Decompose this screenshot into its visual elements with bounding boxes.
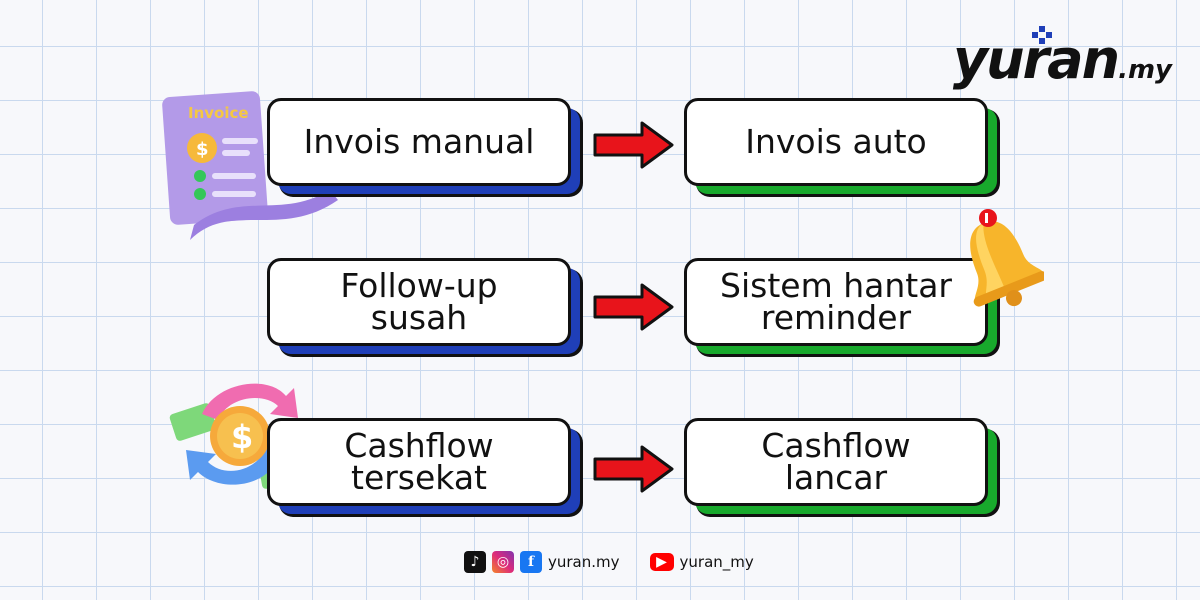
tiktok-icon[interactable]: ♪ [464,551,486,573]
box-cashflow-tersekat: Cashflow tersekat [267,418,571,506]
arrow-right-icon [593,121,674,169]
box-label: Cashflow tersekat [344,426,494,497]
arrow-right-icon [593,283,674,331]
box-label: Follow-up susah [340,266,498,337]
youtube-icon[interactable]: ▶ [649,553,674,571]
box-label: Invois manual [303,122,535,161]
instagram-icon[interactable]: ◎ [492,551,514,573]
social-footer: ♪ ◎ f yuran.my ▶ yuran_my [464,551,754,573]
logo-pixel-icon [1032,26,1058,44]
arrow-right-icon [593,445,674,493]
handle-yuran-underscore-my[interactable]: yuran_my [679,553,754,571]
box-invois-manual: Invois manual [267,98,571,186]
svg-text:$: $ [231,418,253,456]
box-sistem-hantar-reminder: Sistem hantar reminder [684,258,988,346]
invoice-icon-title: Invoice [188,104,249,122]
svg-text:$: $ [196,139,209,160]
invoice-icon: Invoice $ [162,91,338,240]
box-follow-up-susah: Follow-up susah [267,258,571,346]
box-cashflow-lancar: Cashflow lancar [684,418,988,506]
brand-logo: yuran.my [953,28,1172,91]
facebook-icon[interactable]: f [520,551,542,573]
logo-brand-text: yuran [952,28,1120,91]
bell-icon [970,209,1044,307]
box-label: Cashflow lancar [761,426,911,497]
box-label: Invois auto [745,122,927,161]
logo-tld-text: .my [1118,55,1172,85]
handle-yuran-my[interactable]: yuran.my [548,553,620,571]
box-invois-auto: Invois auto [684,98,988,186]
box-label: Sistem hantar reminder [720,266,952,337]
